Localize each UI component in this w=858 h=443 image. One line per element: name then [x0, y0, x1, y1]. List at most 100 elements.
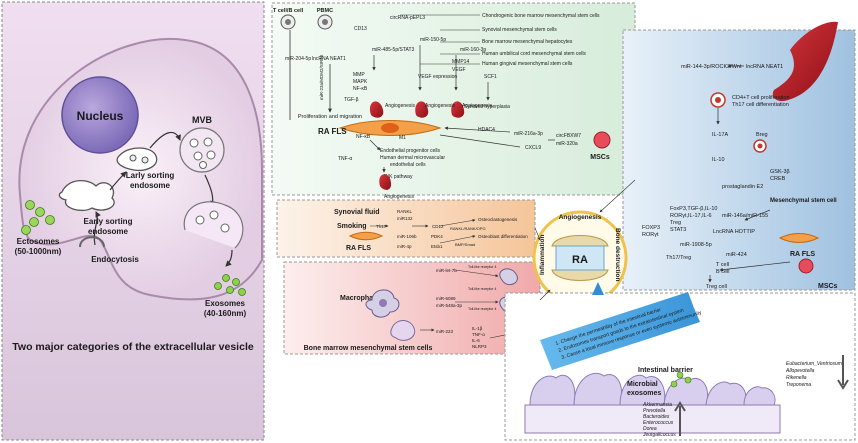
increased-microbes: Akkermansia Prevotella Bacteroides Enter… — [642, 402, 676, 438]
endocytosis-pit — [79, 236, 105, 248]
il-17a-label: IL-17A — [712, 132, 729, 138]
intestinal-villi — [529, 372, 776, 406]
up-arrow-icon — [592, 282, 604, 295]
nlrp3: NLRP3 — [472, 344, 487, 349]
tcell-bcell-label: T cell/B cell — [273, 8, 304, 14]
ectosome-cluster — [21, 200, 55, 235]
mir-485-stat3: miR-485-5p/STAT3 — [372, 47, 415, 53]
etsb1: Etsb1 — [431, 244, 443, 249]
bone-destruction-hub: Bone destruction — [614, 228, 621, 281]
cd13-label: CD13 — [354, 26, 367, 32]
mir-let-7b: miR-let-7b — [436, 268, 457, 273]
prostaglandin-e2: prostaglandin E2 — [722, 184, 763, 190]
mir-146a-155: miR-146a/miR-155 — [722, 213, 768, 219]
bcell-blue: B cell — [716, 269, 729, 275]
mvb — [179, 127, 225, 173]
angiogenesis-4: Angiogenesis — [384, 194, 415, 200]
svg-text:Eubacterium_Ventriosum: Eubacterium_Ventriosum — [786, 361, 842, 367]
angiogenesis-2: Angiogenesis — [425, 103, 456, 109]
mvb-label: MVB — [192, 115, 213, 125]
pbmc-label: PBMC — [317, 8, 333, 14]
early-endosome-label-1: Early sorting — [84, 217, 133, 226]
vegf-label: VEGF — [452, 67, 466, 73]
endothelial-cells: endothelial cells — [390, 162, 426, 168]
tcell-blue: T cell — [716, 262, 729, 268]
mmp-label: MMP — [353, 72, 365, 78]
ectosomes-label: Ectosomes — [17, 237, 60, 246]
angiogenesis-1: Angiogenesis — [385, 103, 416, 109]
svg-text:Rikenella: Rikenella — [786, 375, 807, 381]
circrna-pepl3: circRNA-pEPL3 — [390, 15, 425, 21]
svg-text:Bone marrow mesenchymal hepato: Bone marrow mesenchymal hepatocytes — [482, 39, 573, 45]
exosomes-size: (40-160nm) — [204, 309, 247, 318]
endothelial-progenitor: Endothelial progenitor cells — [380, 148, 441, 154]
il-6: IL-6 — [472, 338, 480, 343]
tlr4-2: Toll-like receptor 4 — [468, 287, 496, 291]
ectosomes-size: (50-1000nm) — [15, 247, 62, 256]
svg-text:Prevotella: Prevotella — [643, 408, 665, 414]
exosome-cluster — [214, 274, 246, 296]
left-panel-caption: Two major categories of the extracellula… — [12, 341, 254, 353]
ra-label: RA — [572, 254, 588, 266]
macrophages: Macrophages — [340, 295, 385, 302]
nfkb-label: NF-κB — [353, 86, 368, 92]
cxcl9-label: CXCL9 — [525, 145, 541, 151]
ra-fls-orange: RA FLS — [346, 245, 371, 252]
microbial-exosomes-2: exosomes — [627, 390, 661, 397]
breg-label: Breg — [756, 132, 768, 138]
synovial-hyperplasia: Synovial hyperplasia — [464, 104, 510, 110]
green-panel: T cell/B cell PBMC CD13 miR-204-5p lncRN… — [271, 2, 636, 200]
intestinal-barrier: Intestinal barrier — [638, 367, 693, 374]
mir-150-5p: miR-150-5p — [420, 37, 446, 43]
svg-text:Allopevotella: Allopevotella — [785, 368, 815, 374]
ra-fls-label: RA FLS — [318, 127, 347, 136]
scf1-label: SCF1 — [484, 74, 497, 80]
svg-text:Enterococcus: Enterococcus — [643, 420, 674, 426]
rankl: RANKL — [397, 209, 413, 214]
bmp-smad: BMP/Smad — [455, 242, 475, 247]
mscs-cell-green — [593, 131, 611, 149]
stat3-label: STAT3 — [670, 227, 686, 233]
microbial-exosomes-1: Microbial — [627, 381, 658, 388]
mir132: miR132 — [397, 216, 413, 221]
vegf-expression: VEGF expression — [418, 74, 457, 80]
rorgt-label: RORγt — [642, 232, 659, 238]
foxp3-label: FOXP3 — [642, 225, 660, 231]
mir-23a-mdm2: miR-23a/MDM2/SIRT6 — [319, 54, 324, 100]
gsk-3b: GSK-3β — [770, 169, 790, 175]
rorgt-il17-il6: RORγt,IL-17,IL-6 — [670, 213, 712, 219]
extracellular-vesicle-panel: Nucleus MVB Larly sorting endosome Early… — [1, 1, 265, 441]
svg-text:Synovial mesenchymal stem cell: Synovial mesenchymal stem cells — [482, 27, 557, 33]
nfkb-fls: NF-κB — [356, 134, 371, 140]
mir-1908-5p: miR-1908-5p — [680, 242, 712, 248]
orange-panel: Synovial fluid Smoking RANKL miR132 Th17… — [276, 199, 536, 258]
down-arrow-icon — [837, 355, 849, 390]
th17-differentiation: Th17 cell differentiation — [732, 102, 789, 108]
osteoclastogenesis: Osteoclastogenesis — [478, 217, 518, 222]
bm-msc-red: Bone marrow mesenchymal stem cells — [304, 345, 433, 352]
inflammation-hub: Inflammation — [539, 235, 546, 275]
dermal-microvascular: Human dermal microvascular — [380, 155, 445, 161]
tnf-alpha-red: TNF-α — [472, 332, 485, 337]
nucleus-label: Nucleus — [77, 109, 124, 123]
treg-label: Treg — [670, 220, 681, 226]
ra-fls-cell-blue — [778, 233, 820, 243]
ra-joint-hub: RA Angiogenesis Inflammation Bone destru… — [532, 210, 628, 306]
late-endosome-label-2: endosome — [130, 181, 171, 190]
mscs-label-blue: MSCs — [818, 283, 838, 290]
svg-text:Human gingival mesenchymal ste: Human gingival mesenchymal stem cells — [482, 61, 573, 67]
pdk4: PDK4 — [431, 234, 443, 239]
early-endosome-label-2: endosome — [88, 227, 129, 236]
cd12: CD12 — [432, 224, 444, 229]
mir-548a-3p: miR-548a-3p — [436, 303, 463, 308]
mir-4p: miR-4p — [397, 244, 412, 249]
blood-vessel-icon — [772, 21, 838, 102]
mir-144-3p: miR-144-3p/ROCK2/Wnt — [681, 64, 742, 70]
angiogenesis-hub: Angiogenesis — [559, 214, 602, 221]
mmp14-label: MMP14 — [452, 59, 469, 65]
mir-223: miR-223 — [436, 329, 454, 334]
blue-panel: miR-144-3p/ROCK2/Wnt lncRNA NEAT1 CD4+T … — [622, 21, 856, 291]
tlr4-1: Toll-like receptor 4 — [468, 265, 496, 269]
rankl-rank-opg: RANKL/RANK/OPG — [450, 226, 486, 231]
cd4-proliferation: CD4+T cell proliferation — [732, 95, 790, 101]
